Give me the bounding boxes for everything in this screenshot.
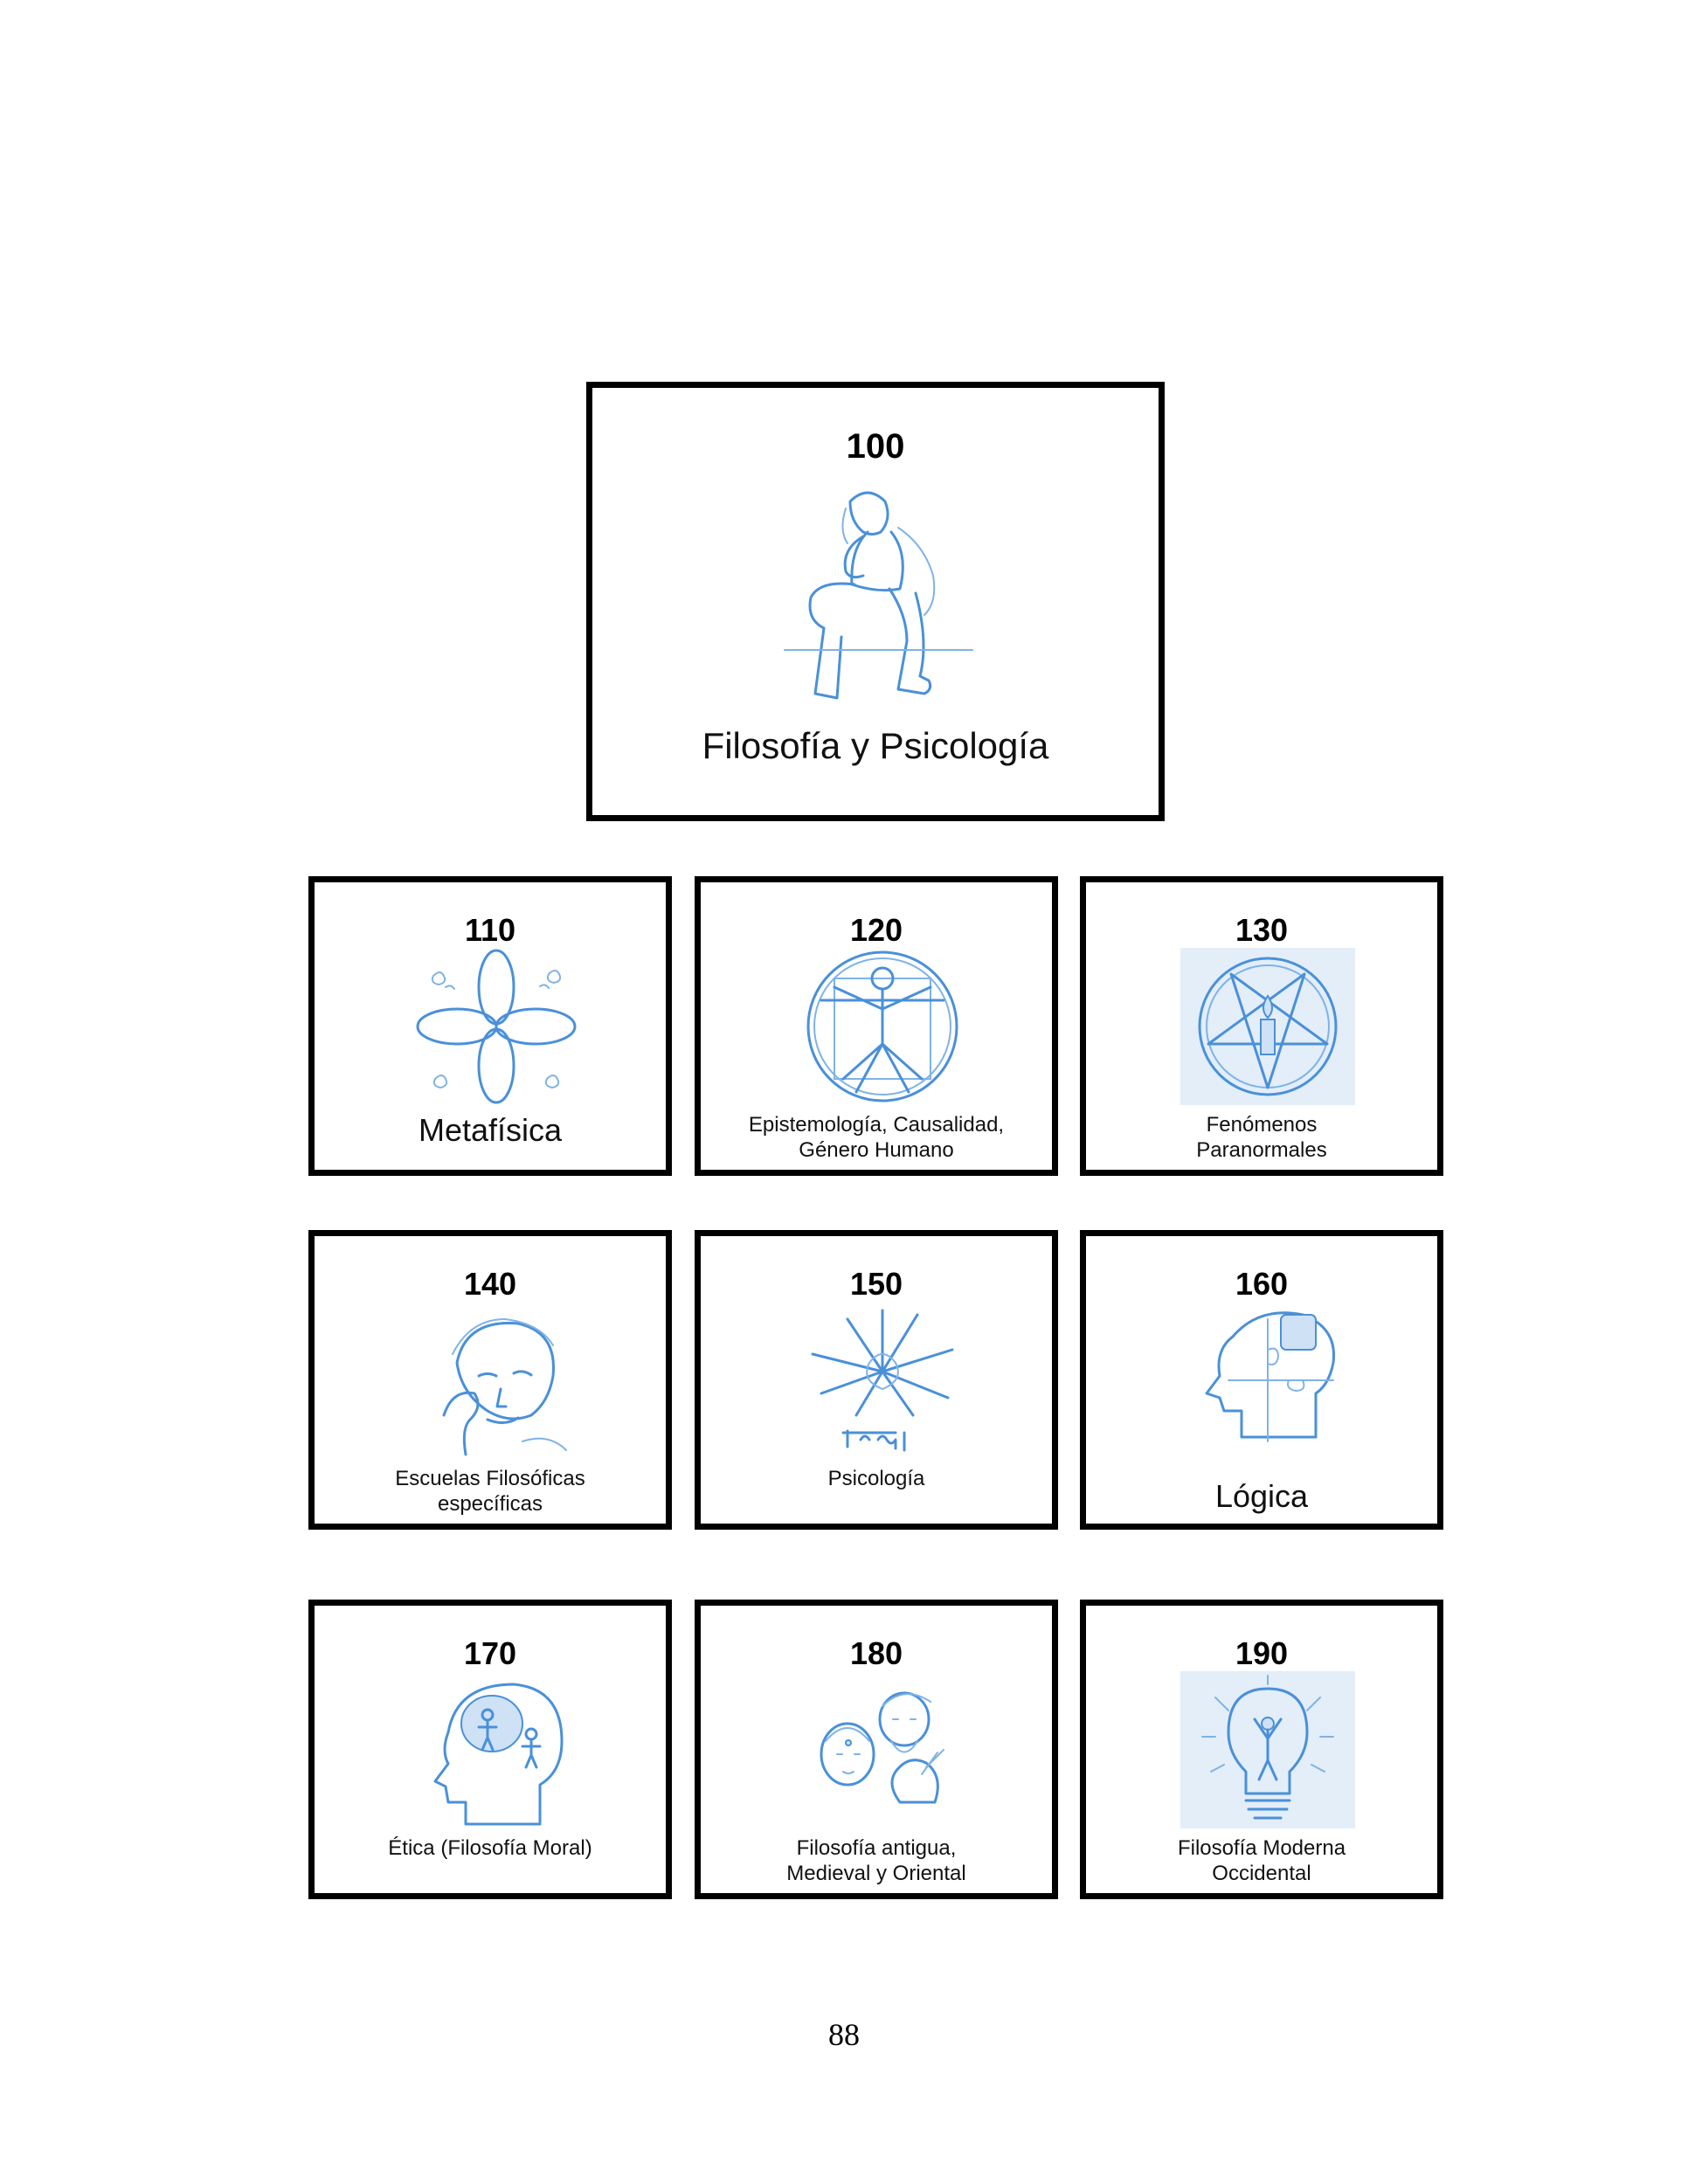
card-number: 160 (1086, 1266, 1437, 1303)
card-label: Metafísica (315, 1111, 666, 1149)
card-number: 150 (701, 1266, 1052, 1303)
card-number: 190 (1086, 1635, 1437, 1672)
main-card-100: 100 Filosofía y Psicología (586, 382, 1165, 821)
card-160: 160 Lógica (1080, 1230, 1443, 1530)
lightbulb-figure-icon (1180, 1671, 1355, 1828)
card-110: 110 Metafísica (308, 876, 672, 1176)
card-label: Lógica (1086, 1477, 1437, 1515)
pentagram-icon (1180, 948, 1355, 1105)
card-label: Epistemología, Causalidad,Género Humano (701, 1113, 1052, 1164)
card-number: 130 (1086, 912, 1437, 949)
thinker-icon (767, 475, 996, 702)
card-number: 180 (701, 1635, 1052, 1672)
head-figures-icon (409, 1671, 584, 1828)
card-120: 120 Epistemología, Causalidad,Género Hum… (695, 876, 1058, 1176)
card-number: 140 (315, 1266, 666, 1303)
page-number: 88 (0, 2016, 1688, 2053)
infinity-flower-icon (409, 948, 584, 1105)
psychology-splash-icon (795, 1302, 970, 1459)
card-label: Ética (Filosofía Moral) (315, 1836, 666, 1862)
card-number: 110 (315, 912, 666, 949)
card-number: 120 (701, 912, 1052, 949)
main-card-title: Filosofía y Psicología (592, 724, 1159, 768)
card-170: 170 Ética (Filosofía Moral) (308, 1600, 672, 1899)
vitruvian-man-icon (795, 948, 970, 1105)
card-150: 150 Psicología (695, 1230, 1058, 1530)
card-label: Filosofía antigua,Medieval y Oriental (701, 1836, 1052, 1887)
main-card-number: 100 (592, 427, 1159, 467)
puzzle-head-icon (1180, 1302, 1355, 1459)
card-number: 170 (315, 1635, 666, 1672)
card-label: Psicología (701, 1467, 1052, 1492)
ancient-faces-icon (795, 1671, 970, 1828)
pensive-man-icon (409, 1302, 584, 1459)
card-180: 180 Filosofía antigua,Medieval y Orienta… (695, 1600, 1058, 1899)
